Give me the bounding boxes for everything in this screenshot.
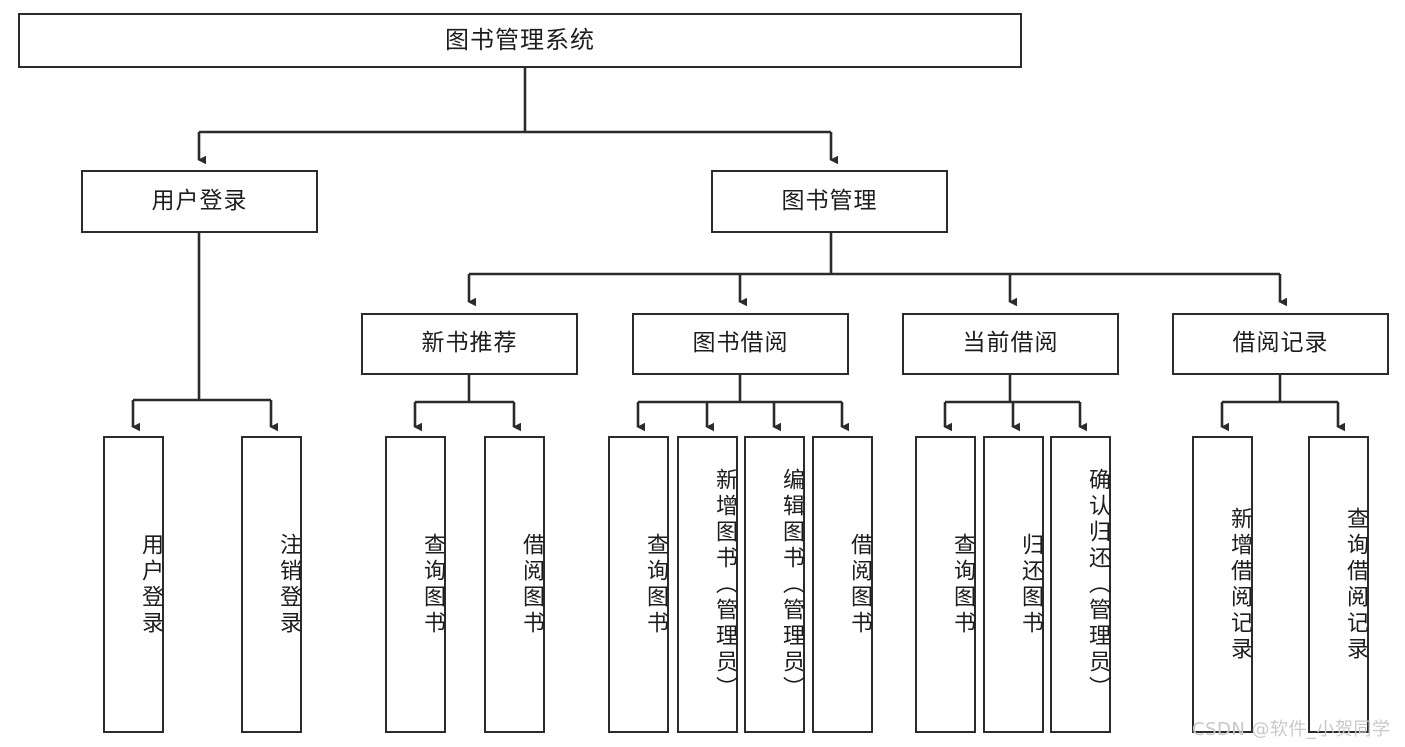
node-label: 新增借阅记录 (1227, 506, 1252, 663)
leaf-borrow-book-1[interactable]: 借阅图书 (484, 436, 545, 733)
node-root-book-management-system[interactable]: 图书管理系统 (18, 13, 1022, 68)
node-label: 新书推荐 (421, 330, 518, 357)
node-label: 查询借阅记录 (1343, 506, 1368, 663)
leaf-query-book-3[interactable]: 查询图书 (915, 436, 976, 733)
leaf-add-record[interactable]: 新增借阅记录 (1192, 436, 1253, 733)
node-label: 图书管理系统 (445, 26, 595, 55)
node-label: 归还图书 (1018, 532, 1043, 637)
node-label: 确认归还（管理员） (1085, 467, 1110, 702)
node-new-book-recommend[interactable]: 新书推荐 (361, 313, 578, 375)
leaf-borrow-book-2[interactable]: 借阅图书 (812, 436, 873, 733)
node-label: 编辑图书（管理员） (779, 467, 804, 702)
node-label: 用户登录 (151, 187, 248, 214)
leaf-user-login[interactable]: 用户登录 (103, 436, 164, 733)
leaf-confirm-return[interactable]: 确认归还（管理员） (1050, 436, 1111, 733)
node-label: 借阅图书 (847, 532, 872, 637)
node-borrow-record[interactable]: 借阅记录 (1172, 313, 1389, 375)
leaf-query-record[interactable]: 查询借阅记录 (1308, 436, 1369, 733)
node-label: 图书管理 (781, 187, 878, 214)
node-label: 借阅图书 (519, 532, 544, 637)
node-label: 查询图书 (420, 532, 445, 637)
node-book-manage[interactable]: 图书管理 (711, 170, 948, 233)
node-label: 借阅记录 (1232, 330, 1329, 357)
leaf-add-book[interactable]: 新增图书（管理员） (677, 436, 738, 733)
leaf-return-book[interactable]: 归还图书 (983, 436, 1044, 733)
node-label: 注销登录 (276, 532, 301, 637)
node-user-login[interactable]: 用户登录 (81, 170, 318, 233)
leaf-query-book-2[interactable]: 查询图书 (608, 436, 669, 733)
node-label: 查询图书 (950, 532, 975, 637)
csdn-watermark: CSDN @软件_小贺同学 (1192, 719, 1391, 740)
node-book-borrow[interactable]: 图书借阅 (632, 313, 849, 375)
node-label: 当前借阅 (962, 330, 1059, 357)
node-current-borrow[interactable]: 当前借阅 (902, 313, 1119, 375)
node-label: 新增图书（管理员） (712, 467, 737, 702)
node-label: 用户登录 (138, 532, 163, 637)
node-label: 查询图书 (643, 532, 668, 637)
leaf-user-logout[interactable]: 注销登录 (241, 436, 302, 733)
node-label: 图书借阅 (692, 330, 789, 357)
leaf-query-book-1[interactable]: 查询图书 (385, 436, 446, 733)
leaf-edit-book[interactable]: 编辑图书（管理员） (744, 436, 805, 733)
